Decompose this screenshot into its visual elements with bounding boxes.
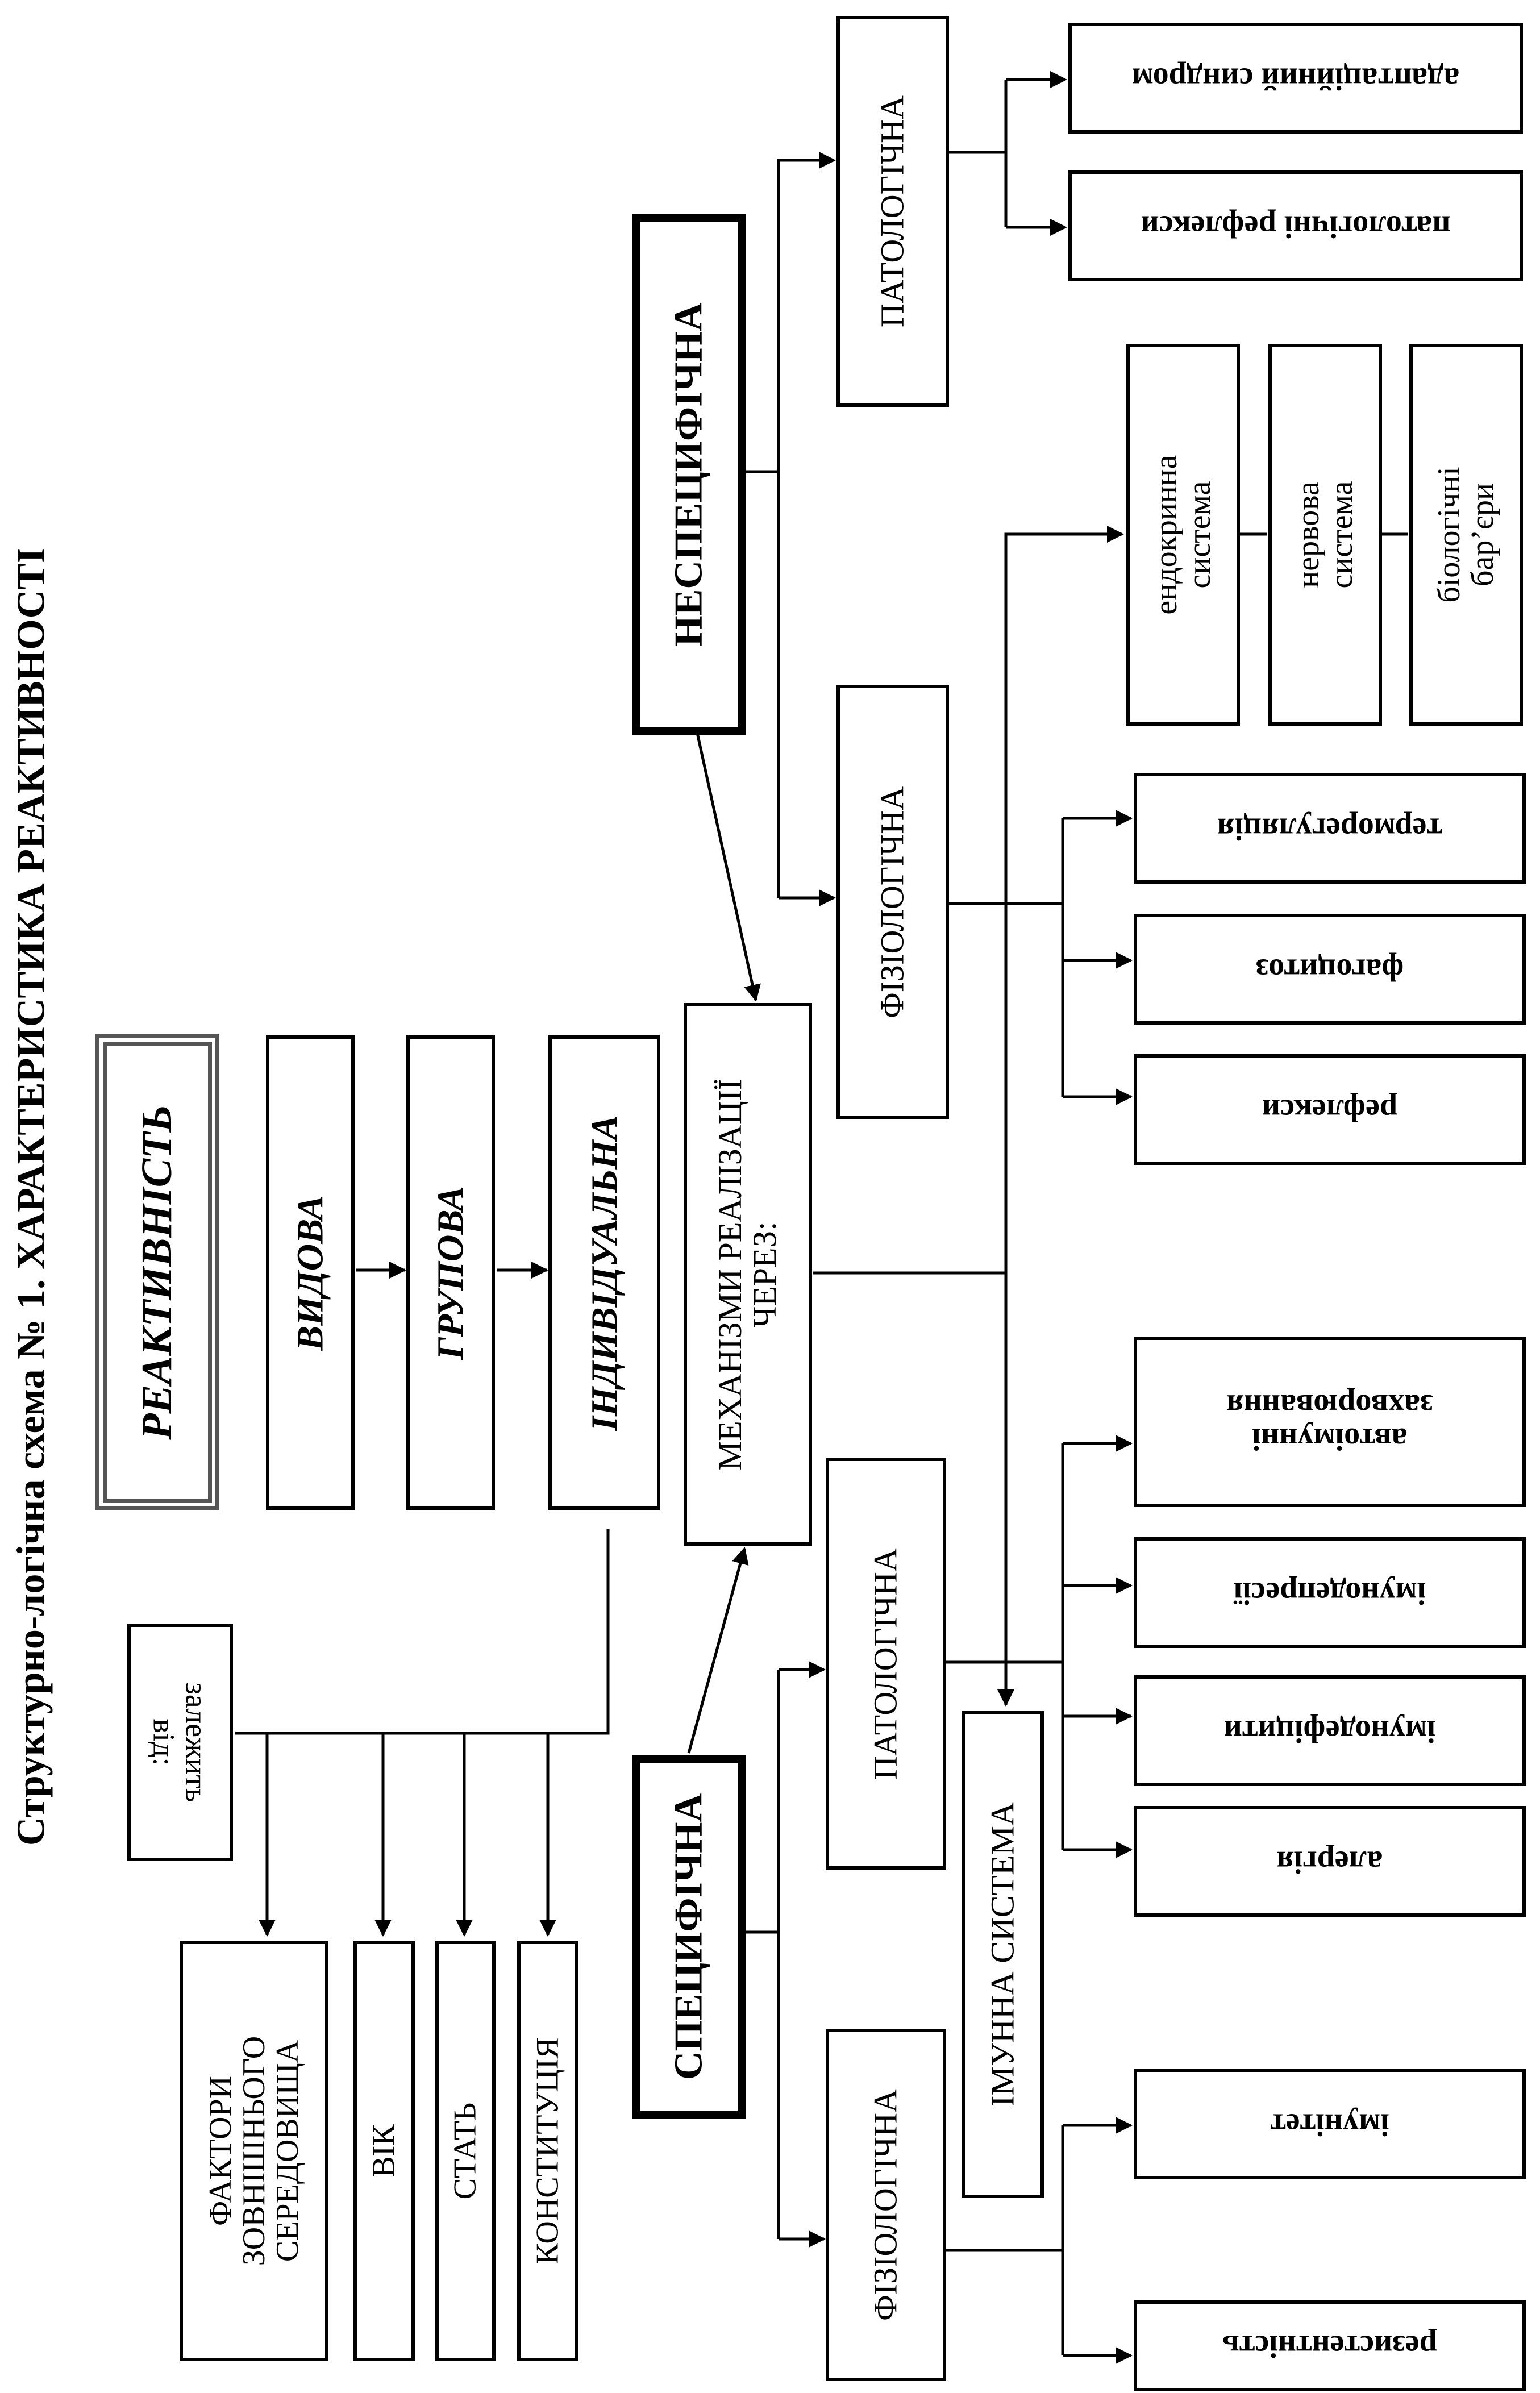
node-nespetsyfichna-label: НЕСПЕЦИФІЧНА xyxy=(667,302,711,647)
node-zalezhyt-label: залежить від: xyxy=(147,1682,214,1803)
node-imunitet: імунітет xyxy=(1134,2069,1526,2179)
line-nespetsyfichna-branch xyxy=(746,470,780,898)
node-faktory: ФАКТОРИ ЗОВНІШНЬОГО СЕРЕДОВИЩА xyxy=(180,1941,328,2361)
node-endokrynna-label: ендокринна система xyxy=(1148,455,1217,615)
node-patolohichna-top: ПАТОЛОГІЧНА xyxy=(836,16,949,407)
node-fahotsytoz: фагоцитоз xyxy=(1134,914,1526,1025)
node-hrupova-label: ГРУПОВА xyxy=(430,1185,472,1360)
node-stat: СТАТЬ xyxy=(435,1941,496,2361)
node-fiziolohichna-top: ФІЗІОЛОГІЧНА xyxy=(836,685,949,1119)
arrow-spetsyfichna-mekhanizmy xyxy=(687,1547,749,1754)
node-vik-label: ВІК xyxy=(366,2124,402,2178)
node-patolohichni-reflexy-label: патологічні рефлекси xyxy=(1141,208,1451,244)
node-fiziolohichna-bottom: ФІЗІОЛОГІЧНА xyxy=(826,2029,946,2381)
arrow-nespetsyfichna-mekhanizmy xyxy=(696,733,761,1002)
node-konstytutsiia-label: КОНСТИТУЦІЯ xyxy=(530,2037,565,2265)
node-reaktyvnist-label: РЕАКТИВНІСТЬ xyxy=(133,1105,181,1440)
node-autoimunni-label: автоімунні захворювання xyxy=(1226,1388,1433,1456)
node-spetsyfichna: СПЕЦИФІЧНА xyxy=(632,1755,746,2119)
node-fiziolohichna-top-label: ФІЗІОЛОГІЧНА xyxy=(873,786,911,1018)
node-nespetsyfichna: НЕСПЕЦИФІЧНА xyxy=(632,214,746,735)
node-biolohichni: біологічні бар’єри xyxy=(1409,344,1523,726)
node-termorehuliatsiia-label: терморегуляція xyxy=(1217,810,1442,846)
arrow-to-patolohichna-top xyxy=(777,152,836,472)
node-adaptatsiinyi-label: адаптаційний синдром xyxy=(1131,60,1460,96)
node-stat-label: СТАТЬ xyxy=(447,2102,483,2200)
node-alerhiia: алергія xyxy=(1134,1806,1526,1917)
node-imunna-systema: ІМУННА СИСТЕМА xyxy=(962,1711,1044,2198)
node-imunodefitsyty: імунодефіцити xyxy=(1134,1675,1526,1786)
node-patolohichna-top-label: ПАТОЛОГІЧНА xyxy=(873,95,911,327)
node-fiziolohichna-bottom-label: ФІЗІОЛОГІЧНА xyxy=(867,2088,904,2321)
arrow-to-endokrynna xyxy=(1004,526,1124,1273)
node-patolohichna-bottom-label: ПАТОЛОГІЧНА xyxy=(867,1547,904,1780)
node-vydova: ВИДОВА xyxy=(266,1035,355,1510)
node-imunodefitsyty-label: імунодефіцити xyxy=(1223,1713,1436,1749)
node-imunna-systema-label: ІМУННА СИСТЕМА xyxy=(984,1802,1021,2107)
node-nervova: нервова система xyxy=(1268,344,1382,726)
node-autoimunni: автоімунні захворювання xyxy=(1134,1337,1526,1507)
node-faktory-label: ФАКТОРИ ЗОВНІШНЬОГО СЕРЕДОВИЩА xyxy=(202,2036,305,2266)
node-zalezhyt: залежить від: xyxy=(127,1624,233,1861)
node-vik: ВІК xyxy=(353,1941,415,2361)
node-rezystentnist-label: резистентність xyxy=(1222,2328,1437,2364)
node-mekhanizmy-label: МЕХАНІЗМИ РЕАЛІЗАЦІЇ ЧЕРЕЗ: xyxy=(711,1079,783,1470)
node-indyvidualna: ІНДИВІДУАЛЬНА xyxy=(548,1035,660,1510)
node-alerhiia-label: алергія xyxy=(1276,1843,1383,1879)
node-konstytutsiia: КОНСТИТУЦІЯ xyxy=(517,1941,578,2361)
node-termorehuliatsiia: терморегуляція xyxy=(1134,773,1526,884)
node-biolohichni-label: біологічні бар’єри xyxy=(1431,467,1500,603)
node-fahotsytoz-label: фагоцитоз xyxy=(1255,951,1404,987)
node-reflexy: рефлекси xyxy=(1134,1054,1526,1165)
node-indyvidualna-label: ІНДИВІДУАЛЬНА xyxy=(583,1114,625,1431)
node-rezystentnist: резистентність xyxy=(1134,2300,1526,2391)
line-indyvidualna-zalezhyt xyxy=(235,1529,610,1735)
node-endokrynna: ендокринна система xyxy=(1126,344,1240,726)
page-title-wrap: Структурно-логічна схема № 1. ХАРАКТЕРИС… xyxy=(0,0,63,2393)
node-mekhanizmy: МЕХАНІЗМИ РЕАЛІЗАЦІЇ ЧЕРЕЗ: xyxy=(684,1003,812,1546)
node-imunodepresii: імунодепресії xyxy=(1134,1537,1526,1648)
node-hrupova: ГРУПОВА xyxy=(406,1035,495,1510)
node-patolohichni-reflexy: патологічні рефлекси xyxy=(1068,170,1523,281)
node-imunodepresii-label: імунодепресії xyxy=(1233,1575,1426,1610)
node-adaptatsiinyi: адаптаційний синдром xyxy=(1068,23,1523,134)
node-reaktyvnist: РЕАКТИВНІСТЬ xyxy=(95,1034,219,1510)
node-spetsyfichna-label: СПЕЦИФІЧНА xyxy=(667,1793,711,2080)
node-reflexy-label: рефлекси xyxy=(1262,1092,1398,1127)
page-title: Структурно-логічна схема № 1. ХАРАКТЕРИС… xyxy=(9,547,53,1846)
node-vydova-label: ВИДОВА xyxy=(289,1195,331,1351)
node-nervova-label: нервова система xyxy=(1291,481,1359,589)
node-imunitet-label: імунітет xyxy=(1270,2106,1389,2142)
node-patolohichna-bottom: ПАТОЛОГІЧНА xyxy=(826,1458,946,1870)
